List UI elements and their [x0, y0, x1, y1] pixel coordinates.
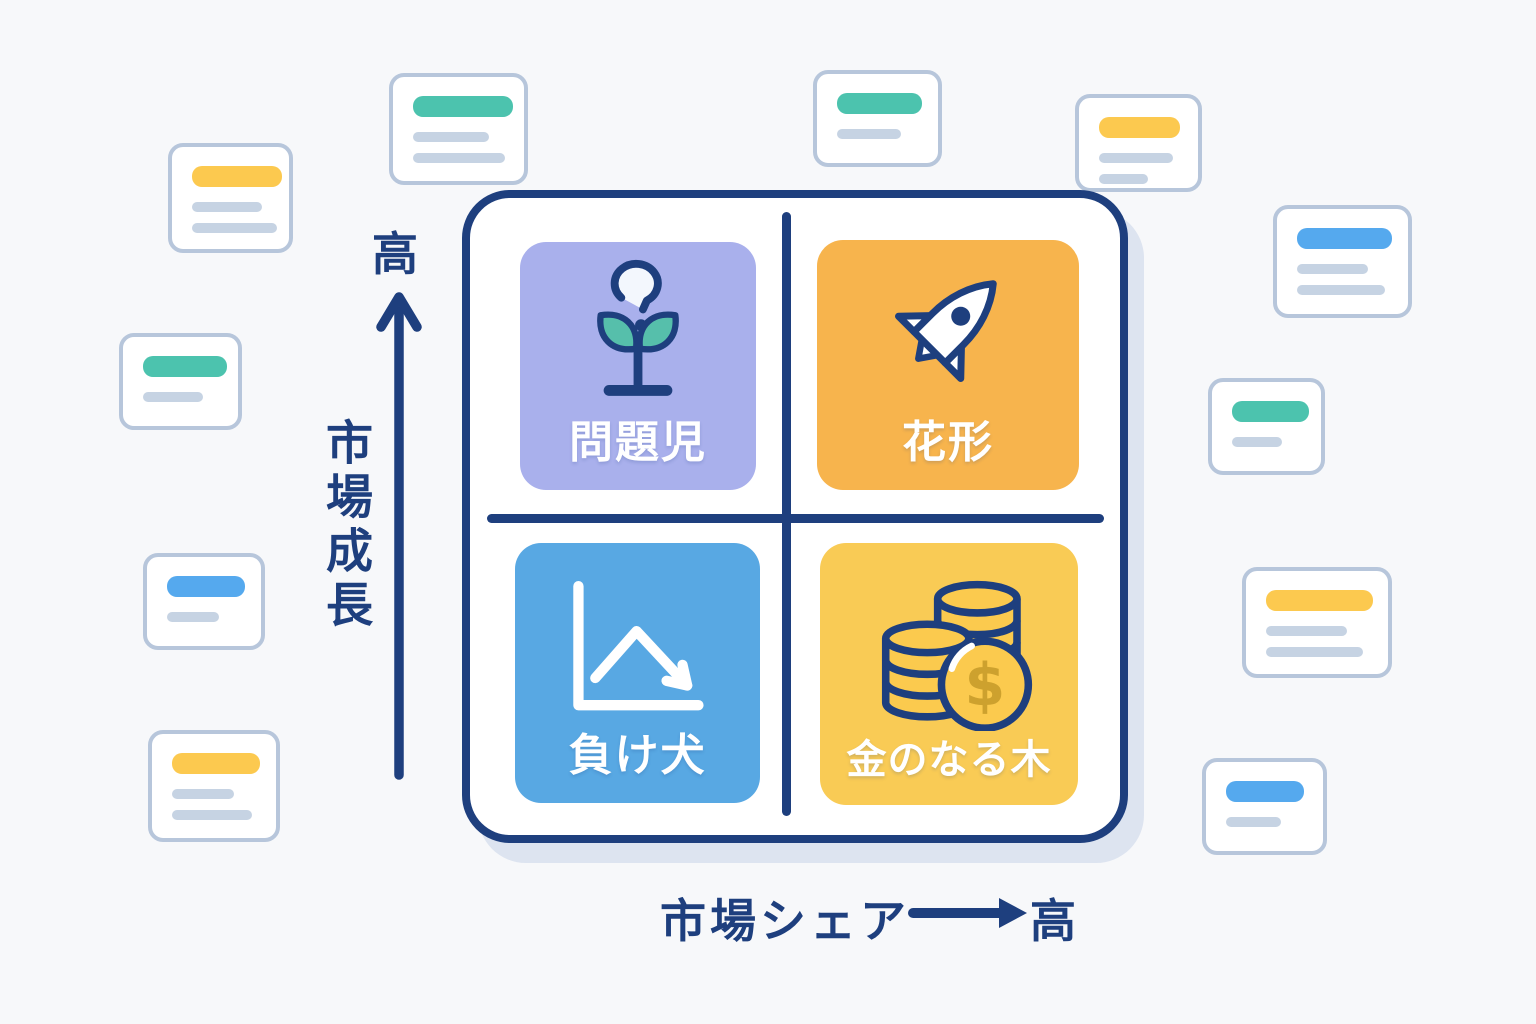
card-text-line — [1297, 285, 1385, 295]
card-accent-bar — [172, 753, 260, 774]
card-lines — [1226, 817, 1323, 827]
coins-icon: $ — [859, 561, 1039, 732]
quadrant-cash-cows: $ 金のなる木 — [820, 543, 1078, 805]
x-axis-high-label: 高 — [1030, 894, 1076, 948]
card-accent-bar — [143, 356, 227, 377]
card-text-line — [1232, 437, 1282, 447]
card-accent-bar — [413, 96, 513, 117]
card-text-line — [413, 132, 489, 142]
card-text-line — [1266, 626, 1347, 636]
floating-card — [119, 333, 242, 430]
card-lines — [413, 132, 524, 163]
floating-card — [143, 553, 265, 650]
card-lines — [167, 612, 261, 622]
floating-card — [1202, 758, 1327, 855]
card-lines — [143, 392, 238, 402]
card-accent-bar — [837, 93, 922, 114]
card-text-line — [192, 223, 277, 233]
floating-card — [813, 70, 942, 167]
y-axis-high-label: 高 — [372, 227, 418, 281]
sprout-question-icon — [584, 254, 692, 412]
card-text-line — [172, 810, 252, 820]
card-text-line — [1226, 817, 1281, 827]
card-accent-bar — [1232, 401, 1309, 422]
card-text-line — [413, 153, 505, 163]
card-accent-bar — [1297, 228, 1392, 249]
y-axis-label: 市場成長 — [317, 418, 372, 634]
card-lines — [1232, 437, 1321, 447]
card-accent-bar — [1266, 590, 1373, 611]
card-text-line — [1266, 647, 1363, 657]
card-accent-bar — [1226, 781, 1304, 802]
floating-card — [148, 730, 280, 842]
card-lines — [1266, 626, 1388, 657]
card-lines — [172, 789, 276, 820]
quadrant-question-marks: 問題児 — [520, 242, 756, 490]
card-text-line — [837, 129, 901, 139]
floating-card — [1242, 567, 1392, 678]
floating-card — [168, 143, 293, 253]
svg-text:$: $ — [965, 652, 1006, 720]
floating-card — [1273, 205, 1412, 318]
quadrant-stars: 花形 — [817, 240, 1079, 490]
card-lines — [192, 202, 289, 233]
card-text-line — [192, 202, 262, 212]
quadrant-dogs: 負け犬 — [515, 543, 760, 803]
card-lines — [1297, 264, 1408, 295]
x-axis-label: 市場シェア — [660, 894, 910, 948]
quadrant-label: 問題児 — [569, 417, 707, 468]
card-lines — [837, 129, 938, 139]
card-text-line — [172, 789, 234, 799]
quadrant-label: 金のなる木 — [846, 737, 1052, 783]
card-text-line — [143, 392, 203, 402]
x-axis-arrow — [905, 893, 1035, 937]
rocket-icon — [873, 254, 1023, 404]
card-text-line — [1099, 174, 1148, 184]
card-accent-bar — [167, 576, 245, 597]
card-lines — [1099, 153, 1198, 184]
floating-card — [1208, 378, 1325, 475]
quadrant-label: 負け犬 — [568, 730, 707, 781]
y-axis-arrow — [369, 283, 429, 787]
matrix-horizontal-divider — [487, 514, 1104, 523]
quadrant-label: 花形 — [902, 417, 994, 468]
floating-card — [389, 73, 528, 185]
card-accent-bar — [1099, 117, 1180, 138]
card-text-line — [1297, 264, 1368, 274]
declining-chart-icon — [555, 573, 720, 723]
floating-card — [1075, 94, 1202, 192]
card-text-line — [1099, 153, 1173, 163]
card-accent-bar — [192, 166, 282, 187]
card-text-line — [167, 612, 219, 622]
